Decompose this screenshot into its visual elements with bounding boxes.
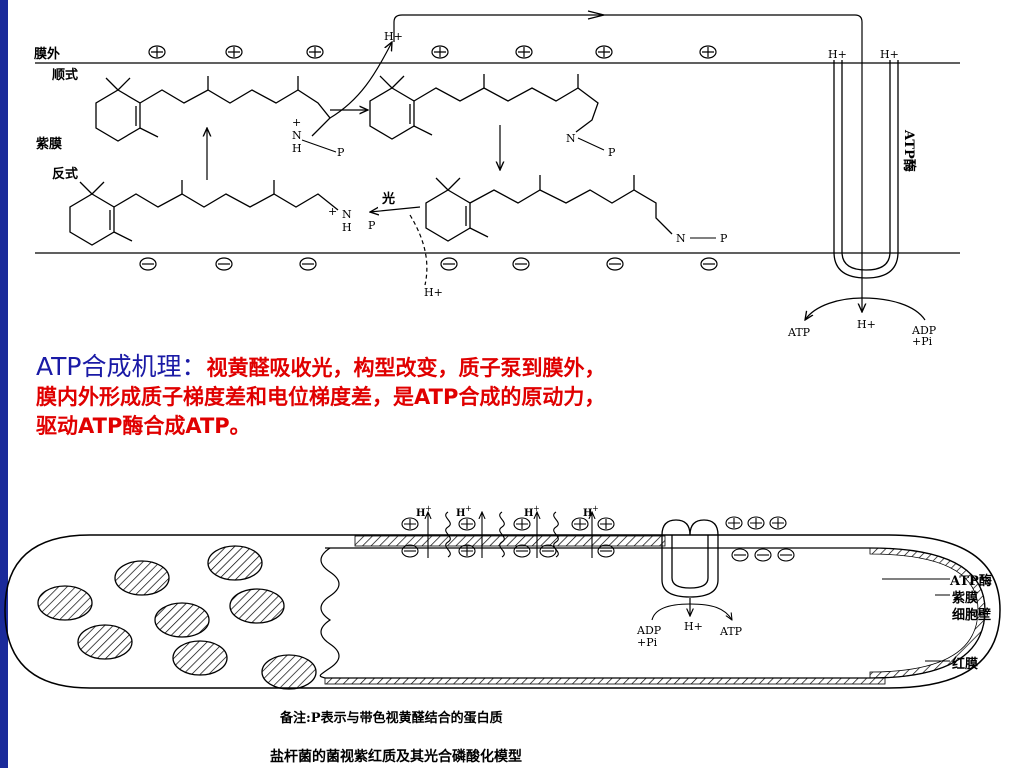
minus-charge: [215, 257, 233, 271]
mechanism-caption: ATP合成机理：视黄醛吸收光，构型改变，质子泵到膜外， 膜内外形成质子梯度差和电…: [36, 352, 856, 441]
svg-text:+: +: [425, 504, 432, 513]
retinal-proton-pump-diagram: 膜外 顺式 紫膜 反式 + N H P H+: [34, 10, 960, 345]
plus-charge: [306, 45, 324, 59]
deprotonated-P: P: [720, 232, 728, 245]
minus-charge: [139, 257, 157, 271]
minus-charge: [512, 257, 530, 271]
negative-charges-inside: [139, 257, 718, 271]
cell-adp-label: ADP: [637, 624, 662, 637]
plus-charge: [225, 45, 243, 59]
minus-charge: [299, 257, 317, 271]
atpase-proton-right: H+: [880, 48, 899, 61]
cis-P: P: [337, 146, 345, 159]
proton-pump-arrows: [428, 512, 592, 558]
pump-charges-plus: [401, 516, 787, 558]
intermediate-schiff-N: N: [566, 132, 576, 145]
output-adp: ADP: [911, 324, 937, 337]
light-arrow: [370, 206, 421, 212]
figure-title: 盐杆菌的菌视紫红质及其光合磷酸化模型: [270, 749, 522, 765]
cis-plus-sign: +: [292, 116, 301, 129]
retinal-cis-molecule: [95, 76, 331, 142]
plus-charge: [148, 45, 166, 59]
cell-h-label: H+: [684, 620, 703, 633]
atpase-proton-left: H+: [828, 48, 847, 61]
label-red-membrane: 红膜: [952, 657, 979, 672]
svg-text:+: +: [533, 504, 540, 513]
cell-atpase: [661, 519, 719, 598]
svg-text:H: H: [416, 508, 425, 519]
trans-schiff-N: N: [342, 208, 352, 221]
output-h: H+: [857, 318, 876, 331]
output-pi: +Pi: [912, 335, 933, 345]
plus-charge: [515, 45, 533, 59]
caption-line-3: 驱动ATP酶合成ATP。: [36, 414, 251, 438]
caption-line-2: 膜内外形成质子梯度差和电位梯度差，是ATP合成的原动力，: [36, 385, 606, 409]
svg-text:+: +: [592, 504, 599, 513]
trans-P: P: [368, 219, 376, 232]
label-cell-wall: 细胞壁: [952, 608, 992, 623]
plus-charge: [699, 45, 717, 59]
intermediate-P: P: [608, 146, 616, 159]
positive-charges-outside: [148, 45, 717, 59]
red-membrane: [325, 547, 986, 679]
label-cell-atpase: ATP酶: [950, 574, 992, 589]
trans-schiff-H: H: [342, 221, 352, 234]
label-light: 光: [381, 191, 395, 207]
retinal-intermediate-molecule: [369, 74, 599, 140]
label-purple-membrane: 紫膜: [36, 136, 62, 152]
svg-text:H: H: [524, 508, 533, 519]
svg-text:H: H: [583, 508, 592, 519]
cell-wall: [4, 534, 1001, 689]
caption-heading: ATP合成机理：: [36, 352, 207, 381]
label-membrane-outside: 膜外: [34, 46, 60, 62]
cell-pi-label: +Pi: [637, 636, 658, 649]
output-atp: ATP: [787, 326, 811, 339]
caption-line-1: 视黄醛吸收光，构型改变，质子泵到膜外，: [206, 356, 606, 380]
svg-text:+: +: [465, 504, 472, 513]
atp-product-arrow: [805, 297, 863, 320]
proton-bottom-label: H+: [424, 286, 443, 299]
label-atpase: ATP酶: [901, 129, 917, 172]
cis-schiff-N: N: [292, 129, 302, 142]
minus-charge: [700, 257, 718, 271]
label-cis: 顺式: [52, 67, 78, 83]
minus-charge: [440, 257, 458, 271]
gas-vesicles: [37, 545, 317, 690]
svg-text:H: H: [456, 508, 465, 519]
purple-membrane-patch: [354, 535, 666, 547]
minus-charge: [606, 257, 624, 271]
proton-circuit-line: [393, 14, 863, 64]
trans-plus-sign: +: [328, 205, 337, 218]
label-trans: 反式: [52, 166, 78, 182]
retinal-deprotonated-molecule: [425, 175, 673, 242]
slide-left-accent-bar: [0, 0, 8, 768]
wavy-membrane-edge: [319, 547, 340, 679]
deprotonated-schiff-N: N: [676, 232, 686, 245]
atpase-channel: [833, 60, 899, 279]
retinal-trans-molecule: [69, 180, 339, 246]
proton-release-arrow: [329, 42, 392, 119]
plus-charge: [431, 45, 449, 59]
plus-charge: [595, 45, 613, 59]
pump-charges-minus: [401, 544, 795, 562]
label-cell-purple-membrane: 紫膜: [952, 591, 979, 606]
cell-atp-label: ATP: [720, 625, 743, 638]
figure-note: 备注:P表示与带色视黄醛结合的蛋白质: [280, 711, 503, 726]
proton-uptake-dashed: [409, 214, 428, 286]
cis-schiff-H: H: [292, 142, 302, 155]
adp-substrate-arrow: [861, 297, 926, 321]
